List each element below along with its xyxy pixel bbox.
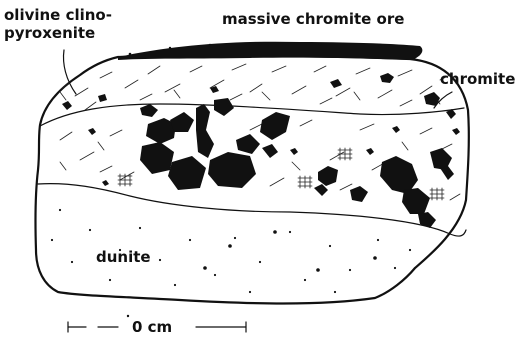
olivine-leader-line: [64, 50, 77, 94]
chromite-masses: [140, 98, 454, 228]
massive-chromite-ore-band: [118, 42, 422, 60]
pyroxenite-hatching-upper: [60, 64, 452, 110]
upper-layer-boundary: [40, 104, 464, 126]
olivine-clinopyroxenite-label-line1: olivine clino-: [4, 6, 112, 24]
upper-chromite-grains: [62, 73, 456, 119]
massive-chromite-ore-label: massive chromite ore: [222, 10, 404, 28]
chromite-label: chromite: [440, 70, 515, 88]
scale-label: 0 cm: [132, 318, 172, 336]
scale-bar: 0 cm: [68, 315, 246, 336]
olivine-clinopyroxenite-label-line2: pyroxenite: [4, 24, 95, 42]
dunite-label: dunite: [96, 248, 151, 266]
